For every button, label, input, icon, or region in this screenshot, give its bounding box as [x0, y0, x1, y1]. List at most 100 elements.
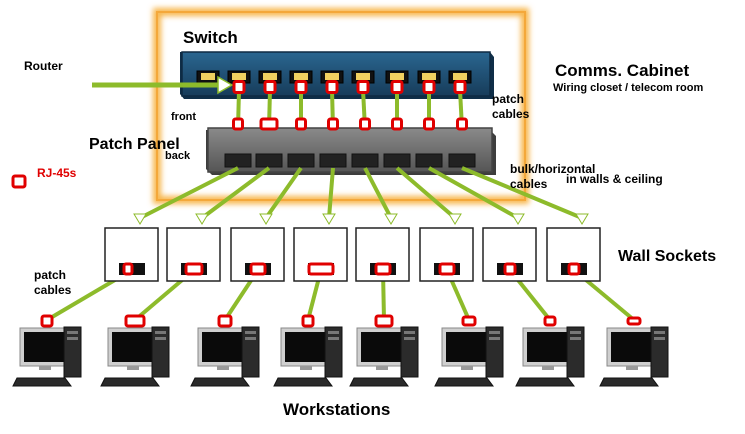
workstation	[515, 326, 585, 387]
cable-arrowhead	[322, 213, 336, 225]
rj45-connectors-layer	[40, 80, 642, 328]
front-label: front	[171, 111, 197, 123]
patch-panel-port	[255, 153, 283, 168]
switch-port-contact	[422, 73, 436, 80]
monitor-screen	[202, 332, 244, 362]
patch-panel-port	[383, 153, 411, 168]
monitor-stand	[461, 366, 473, 370]
tower-case	[400, 326, 419, 378]
workstation	[273, 326, 343, 387]
cable-arrowhead	[511, 213, 525, 225]
monitor-screen	[446, 332, 488, 362]
patch-panel-label: Patch Panel	[89, 136, 180, 153]
rj45-connector	[232, 80, 246, 94]
rj45-connector	[294, 80, 308, 94]
tower-case	[241, 326, 260, 378]
patch-panel-device	[206, 127, 496, 175]
wall-sockets-layer	[104, 227, 601, 282]
rj45-connector	[422, 80, 436, 94]
patch-panel-port	[415, 153, 443, 168]
cable-arrowhead	[195, 213, 209, 225]
bulk-cables-label-line1: bulk/horizontal	[510, 162, 596, 176]
bulk-horizontal-cable	[461, 166, 583, 220]
switch-port-contact	[356, 73, 370, 80]
rj45-connector	[567, 262, 581, 276]
workstations-layer	[12, 326, 669, 387]
in-walls-label: in walls & ceiling	[566, 172, 663, 186]
switch-port-contact	[325, 73, 339, 80]
tower-case	[650, 326, 669, 378]
tower-drive	[570, 337, 581, 340]
bulk-horizontal-cable	[139, 166, 239, 220]
bulk-horizontal-cable	[428, 166, 519, 220]
cable-arrowhead	[384, 213, 398, 225]
rj45-connector	[325, 80, 339, 94]
wall-sockets-label: Wall Sockets	[618, 248, 717, 265]
rj45-connector	[453, 80, 467, 94]
patch-panel-port	[287, 153, 315, 168]
monitor-stand	[217, 366, 229, 370]
cable-arrowhead	[133, 213, 147, 225]
tower-drive	[570, 331, 581, 334]
rj45-connector	[391, 117, 403, 131]
tower-drive	[155, 337, 166, 340]
tower-case	[324, 326, 343, 378]
cables-layer	[45, 89, 636, 322]
rj45-connector	[503, 262, 517, 276]
patch-cables-top-label-line1: patch	[492, 92, 525, 106]
patch-cables-left-label-line1: patch	[34, 268, 67, 282]
monitor-screen	[527, 332, 569, 362]
workstation	[434, 326, 504, 387]
keyboard	[515, 377, 575, 387]
keyboard	[12, 377, 72, 387]
monitor-screen	[611, 332, 653, 362]
monitor-screen	[24, 332, 66, 362]
switch-ports	[196, 70, 472, 84]
rj45-connector	[359, 117, 371, 131]
back-label: back	[165, 150, 191, 162]
rj45-connector	[249, 262, 267, 276]
rj45-connector	[327, 117, 339, 131]
monitor-stand	[626, 366, 638, 370]
rj45-legend-label: RJ-45s	[37, 166, 77, 180]
rj45-connector	[124, 314, 146, 328]
bulk-horizontal-cable	[395, 166, 457, 220]
router-arrow	[92, 75, 234, 95]
rj45-connector	[301, 314, 315, 328]
monitor-screen	[285, 332, 327, 362]
bulk-horizontal-cable	[264, 166, 303, 220]
rj45-connector	[259, 117, 279, 131]
workstation	[599, 326, 669, 387]
switch-port-contact	[453, 73, 467, 80]
monitor-stand	[376, 366, 388, 370]
tower-case	[566, 326, 585, 378]
monitor-stand	[39, 366, 51, 370]
keyboard	[349, 377, 409, 387]
workstation	[12, 326, 82, 387]
rj45-connector	[232, 117, 244, 131]
patch-cables-left-label-line2: cables	[34, 283, 72, 297]
cable-arrowhead	[448, 213, 462, 225]
comms-cabinet-label: Comms. Cabinet	[555, 61, 690, 80]
patch-cables-top-label-line2: cables	[492, 107, 530, 121]
tower-drive	[489, 331, 500, 334]
rj45-connector	[356, 80, 370, 94]
wall-socket	[546, 227, 601, 282]
wiring-closet-label: Wiring closet / telecom room	[553, 82, 704, 94]
rj45-connector	[390, 80, 404, 94]
tower-drive	[654, 331, 665, 334]
rj45-connector	[423, 117, 435, 131]
patch-panel-port	[448, 153, 476, 168]
rj45-connector	[374, 314, 394, 328]
switch-label: Switch	[183, 28, 238, 47]
patch-panel-port	[351, 153, 379, 168]
rj45-connector	[122, 262, 134, 276]
rj45-legend-marker	[11, 174, 27, 189]
monitor-stand	[300, 366, 312, 370]
bulk-horizontal-cable	[200, 166, 271, 220]
keyboard	[599, 377, 659, 387]
switch-port-contact	[390, 73, 404, 80]
rj45-connector	[438, 262, 456, 276]
tower-case	[485, 326, 504, 378]
